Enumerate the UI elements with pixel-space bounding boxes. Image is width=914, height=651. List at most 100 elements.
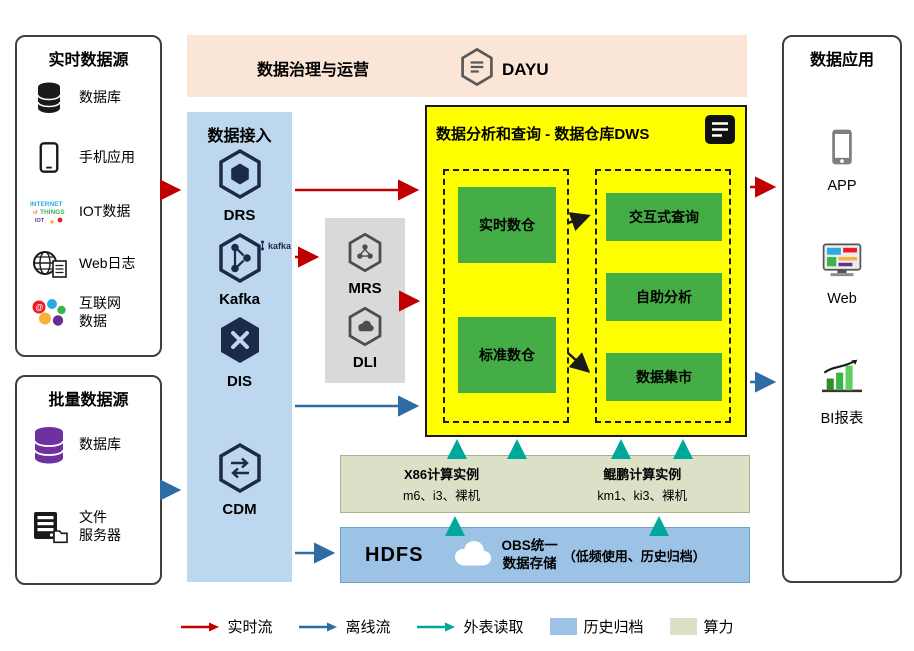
source-item-internet: @ 互联网 数据 (26, 295, 156, 330)
x86-compute-subtitle: m6、i3、裸机 (403, 489, 481, 503)
app-label: BI报表 (820, 411, 864, 427)
svg-text:@: @ (36, 303, 44, 312)
service-kafka: Kafka (187, 232, 292, 308)
web-log-icon (26, 249, 72, 279)
data-applications-title: 数据应用 (809, 52, 874, 69)
dli-hexagon-icon (346, 306, 384, 352)
source-item-weblog: Web日志 (26, 249, 156, 279)
data-applications-panel: 数据应用 APP (782, 35, 902, 583)
batch-sources-title: 批量数据源 (48, 392, 129, 409)
svg-text:of: of (33, 210, 38, 216)
governance-title: 数据治理与运营 (257, 62, 370, 79)
kunpeng-compute-title: 鲲鹏计算实例 (603, 467, 682, 482)
standard-warehouse-box: 标准数仓 (458, 317, 556, 393)
dws-warehouse-box: 数据分析和查询 - 数据仓库DWS 实时数仓 标准数仓 交互式查询 自助分析 数… (425, 105, 747, 437)
kafka-wordmark-text: kafka (268, 240, 292, 251)
legend-realtime-arrow-icon (181, 622, 220, 631)
processing-box: MRS DLI (325, 218, 405, 383)
source-item-iot: INTERNET of THINGS IOT IOT数据 (26, 197, 156, 227)
app-item-web: Web (819, 242, 865, 307)
mobile-app-icon (26, 141, 72, 174)
source-label: IOT数据 (79, 203, 131, 220)
iot-icon: INTERNET of THINGS IOT (26, 197, 72, 227)
app-label: APP (827, 178, 857, 194)
internet-data-icon: @ (26, 297, 72, 329)
service-label-dis: DIS (226, 373, 252, 390)
app-item-bi: BI报表 (818, 355, 866, 428)
legend-label: 历史归档 (583, 619, 644, 636)
service-cdm: CDM (187, 442, 292, 518)
x86-compute-title: X86计算实例 (403, 467, 480, 482)
kunpeng-compute-subtitle: km1、ki3、裸机 (597, 489, 687, 503)
file-server-icon (26, 510, 72, 544)
service-dis: DIS (187, 314, 292, 390)
kafka-logo-glyph (261, 240, 264, 251)
drs-hexagon-icon (216, 148, 264, 205)
web-monitor-icon (819, 242, 865, 284)
service-dli: DLI (325, 306, 405, 371)
app-phone-icon (829, 128, 855, 171)
bi-report-icon (818, 355, 866, 400)
app-label: Web (827, 291, 857, 307)
service-label-kafka: Kafka (219, 291, 260, 308)
dis-hexagon-icon (216, 314, 264, 371)
source-item-database: 数据库 (26, 81, 156, 115)
source-label: Web日志 (79, 255, 136, 272)
dws-report-icon (703, 113, 737, 151)
source-label: 数据库 (79, 89, 121, 106)
storage-strip: HDFS OBS统一 数据存储 （低频使用、历史归档） (340, 527, 750, 583)
legend-item-archive: 历史归档 (549, 616, 644, 637)
compute-instances-strip: X86计算实例 m6、i3、裸机 鲲鹏计算实例 km1、ki3、裸机 (340, 455, 750, 513)
service-label-drs: DRS (223, 207, 256, 224)
database-purple-icon (26, 425, 72, 465)
source-label: 手机应用 (79, 148, 135, 165)
service-label-dli: DLI (352, 354, 378, 371)
data-mart-box: 数据集市 (606, 353, 722, 401)
dayu-logo-group: DAYU (459, 47, 549, 92)
data-ingestion-title: 数据接入 (207, 128, 272, 145)
legend-item-external-read: 外表读取 (416, 616, 524, 637)
realtime-sources-title: 实时数据源 (48, 52, 129, 69)
source-item-mobile: 手机应用 (26, 141, 156, 174)
legend-item-realtime: 实时流 (180, 616, 272, 637)
svg-text:IOT: IOT (35, 218, 45, 224)
mrs-hexagon-icon (346, 232, 384, 278)
legend-offline-arrow-icon (299, 622, 338, 631)
obs-storage-label: OBS统一 数据存储 (501, 537, 557, 572)
database-icon (26, 81, 72, 115)
warehouse-group: 实时数仓 标准数仓 (443, 169, 569, 423)
svg-text:THINGS: THINGS (40, 209, 65, 216)
source-label: 互联网 数据 (79, 295, 121, 329)
legend-archive-swatch (549, 618, 577, 635)
governance-banner: 数据治理与运营 DAYU (187, 35, 747, 97)
dws-title: 数据分析和查询 - 数据仓库DWS (436, 126, 650, 143)
kafka-wordmark: kafka (259, 240, 291, 251)
legend-label: 离线流 (345, 619, 391, 636)
realtime-sources-panel: 实时数据源 数据库 手机应用 (15, 35, 162, 357)
obs-line1: OBS统一 (501, 538, 558, 554)
kafka-hexagon-icon (216, 232, 264, 289)
source-label: 数据库 (79, 436, 121, 453)
batch-sources-panel: 批量数据源 数据库 (15, 375, 162, 585)
obs-cloud-icon (449, 538, 495, 573)
storage-note: （低频使用、历史归档） (562, 548, 706, 564)
legend-label: 外表读取 (463, 619, 524, 636)
app-item-app: APP (827, 128, 857, 194)
legend-item-offline: 离线流 (298, 616, 390, 637)
x86-compute-group: X86计算实例 m6、i3、裸机 (403, 464, 480, 504)
source-label: 文件 服务器 (79, 509, 121, 543)
dayu-product-name: DAYU (502, 59, 549, 79)
legend-external-read-arrow-icon (417, 622, 456, 631)
legend-label: 实时流 (227, 619, 273, 636)
realtime-warehouse-box: 实时数仓 (458, 187, 556, 263)
service-label-cdm: CDM (222, 501, 257, 518)
service-drs: DRS (187, 148, 292, 224)
service-label-mrs: MRS (348, 280, 382, 297)
service-mrs: MRS (325, 232, 405, 297)
dayu-hexagon-icon (459, 47, 495, 92)
legend-label: 算力 (703, 619, 734, 636)
kunpeng-compute-group: 鲲鹏计算实例 km1、ki3、裸机 (597, 464, 687, 504)
self-analysis-box: 自助分析 (606, 273, 722, 321)
legend-compute-swatch (669, 618, 697, 635)
analysis-group: 交互式查询 自助分析 数据集市 (595, 169, 731, 423)
